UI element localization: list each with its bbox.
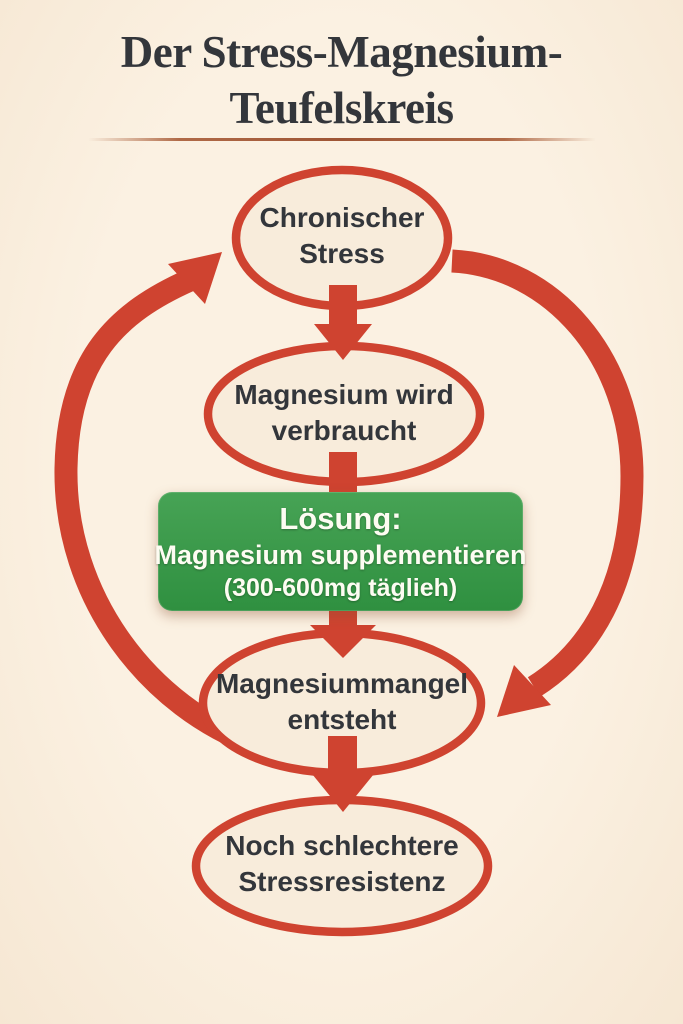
page-title-line2: Teufelskreis	[229, 83, 454, 133]
title-divider	[88, 138, 596, 141]
node-chronischer-stress: Chronischer Stress	[260, 200, 425, 272]
cycle-arrow-right-head-icon	[497, 665, 551, 717]
flow-arrow-2-shaft	[329, 452, 357, 496]
cycle-arrow-left	[54, 269, 262, 757]
node4-line2: Stressresistenz	[238, 866, 446, 897]
node3-line1: Magnesiummangel	[215, 668, 469, 699]
flow-arrow-4-shaft	[328, 736, 357, 772]
node2-line1: Magnesium wird	[234, 379, 454, 410]
solution-heading: Lösung:	[279, 500, 402, 536]
page-title: Der Stress-Magnesium- Teufelskreis	[0, 24, 683, 136]
node-stressresistenz: Noch schlechtere Stressresistenz	[225, 828, 458, 900]
cycle-arrow-left-head-icon	[168, 252, 222, 304]
solution-box: Lösung: Magnesium supplementieren (300-6…	[154, 492, 527, 611]
node1-line1: Chronischer	[259, 202, 425, 233]
solution-line2: (300-600mg täglieh)	[223, 573, 458, 602]
node3-line2: entsteht	[287, 704, 397, 735]
flow-arrow-1-head-icon	[314, 324, 372, 360]
flow-arrow-3-head-icon	[310, 625, 376, 658]
node1-line2: Stress	[299, 238, 385, 269]
node2-line2: verbraucht	[271, 415, 417, 446]
page-title-line1: Der Stress-Magnesium-	[120, 27, 563, 77]
cycle-arrow-right	[451, 249, 644, 697]
node-magnesium-verbraucht: Magnesium wird verbraucht	[234, 377, 453, 449]
flow-arrow-4-head-icon	[308, 769, 378, 812]
flow-arrow-1-shaft	[329, 285, 357, 327]
solution-line1: Magnesium supplementieren	[154, 539, 527, 570]
node-magnesiummangel: Magnesiummangel entsteht	[216, 666, 468, 738]
node4-line1: Noch schlechtere	[225, 830, 459, 861]
